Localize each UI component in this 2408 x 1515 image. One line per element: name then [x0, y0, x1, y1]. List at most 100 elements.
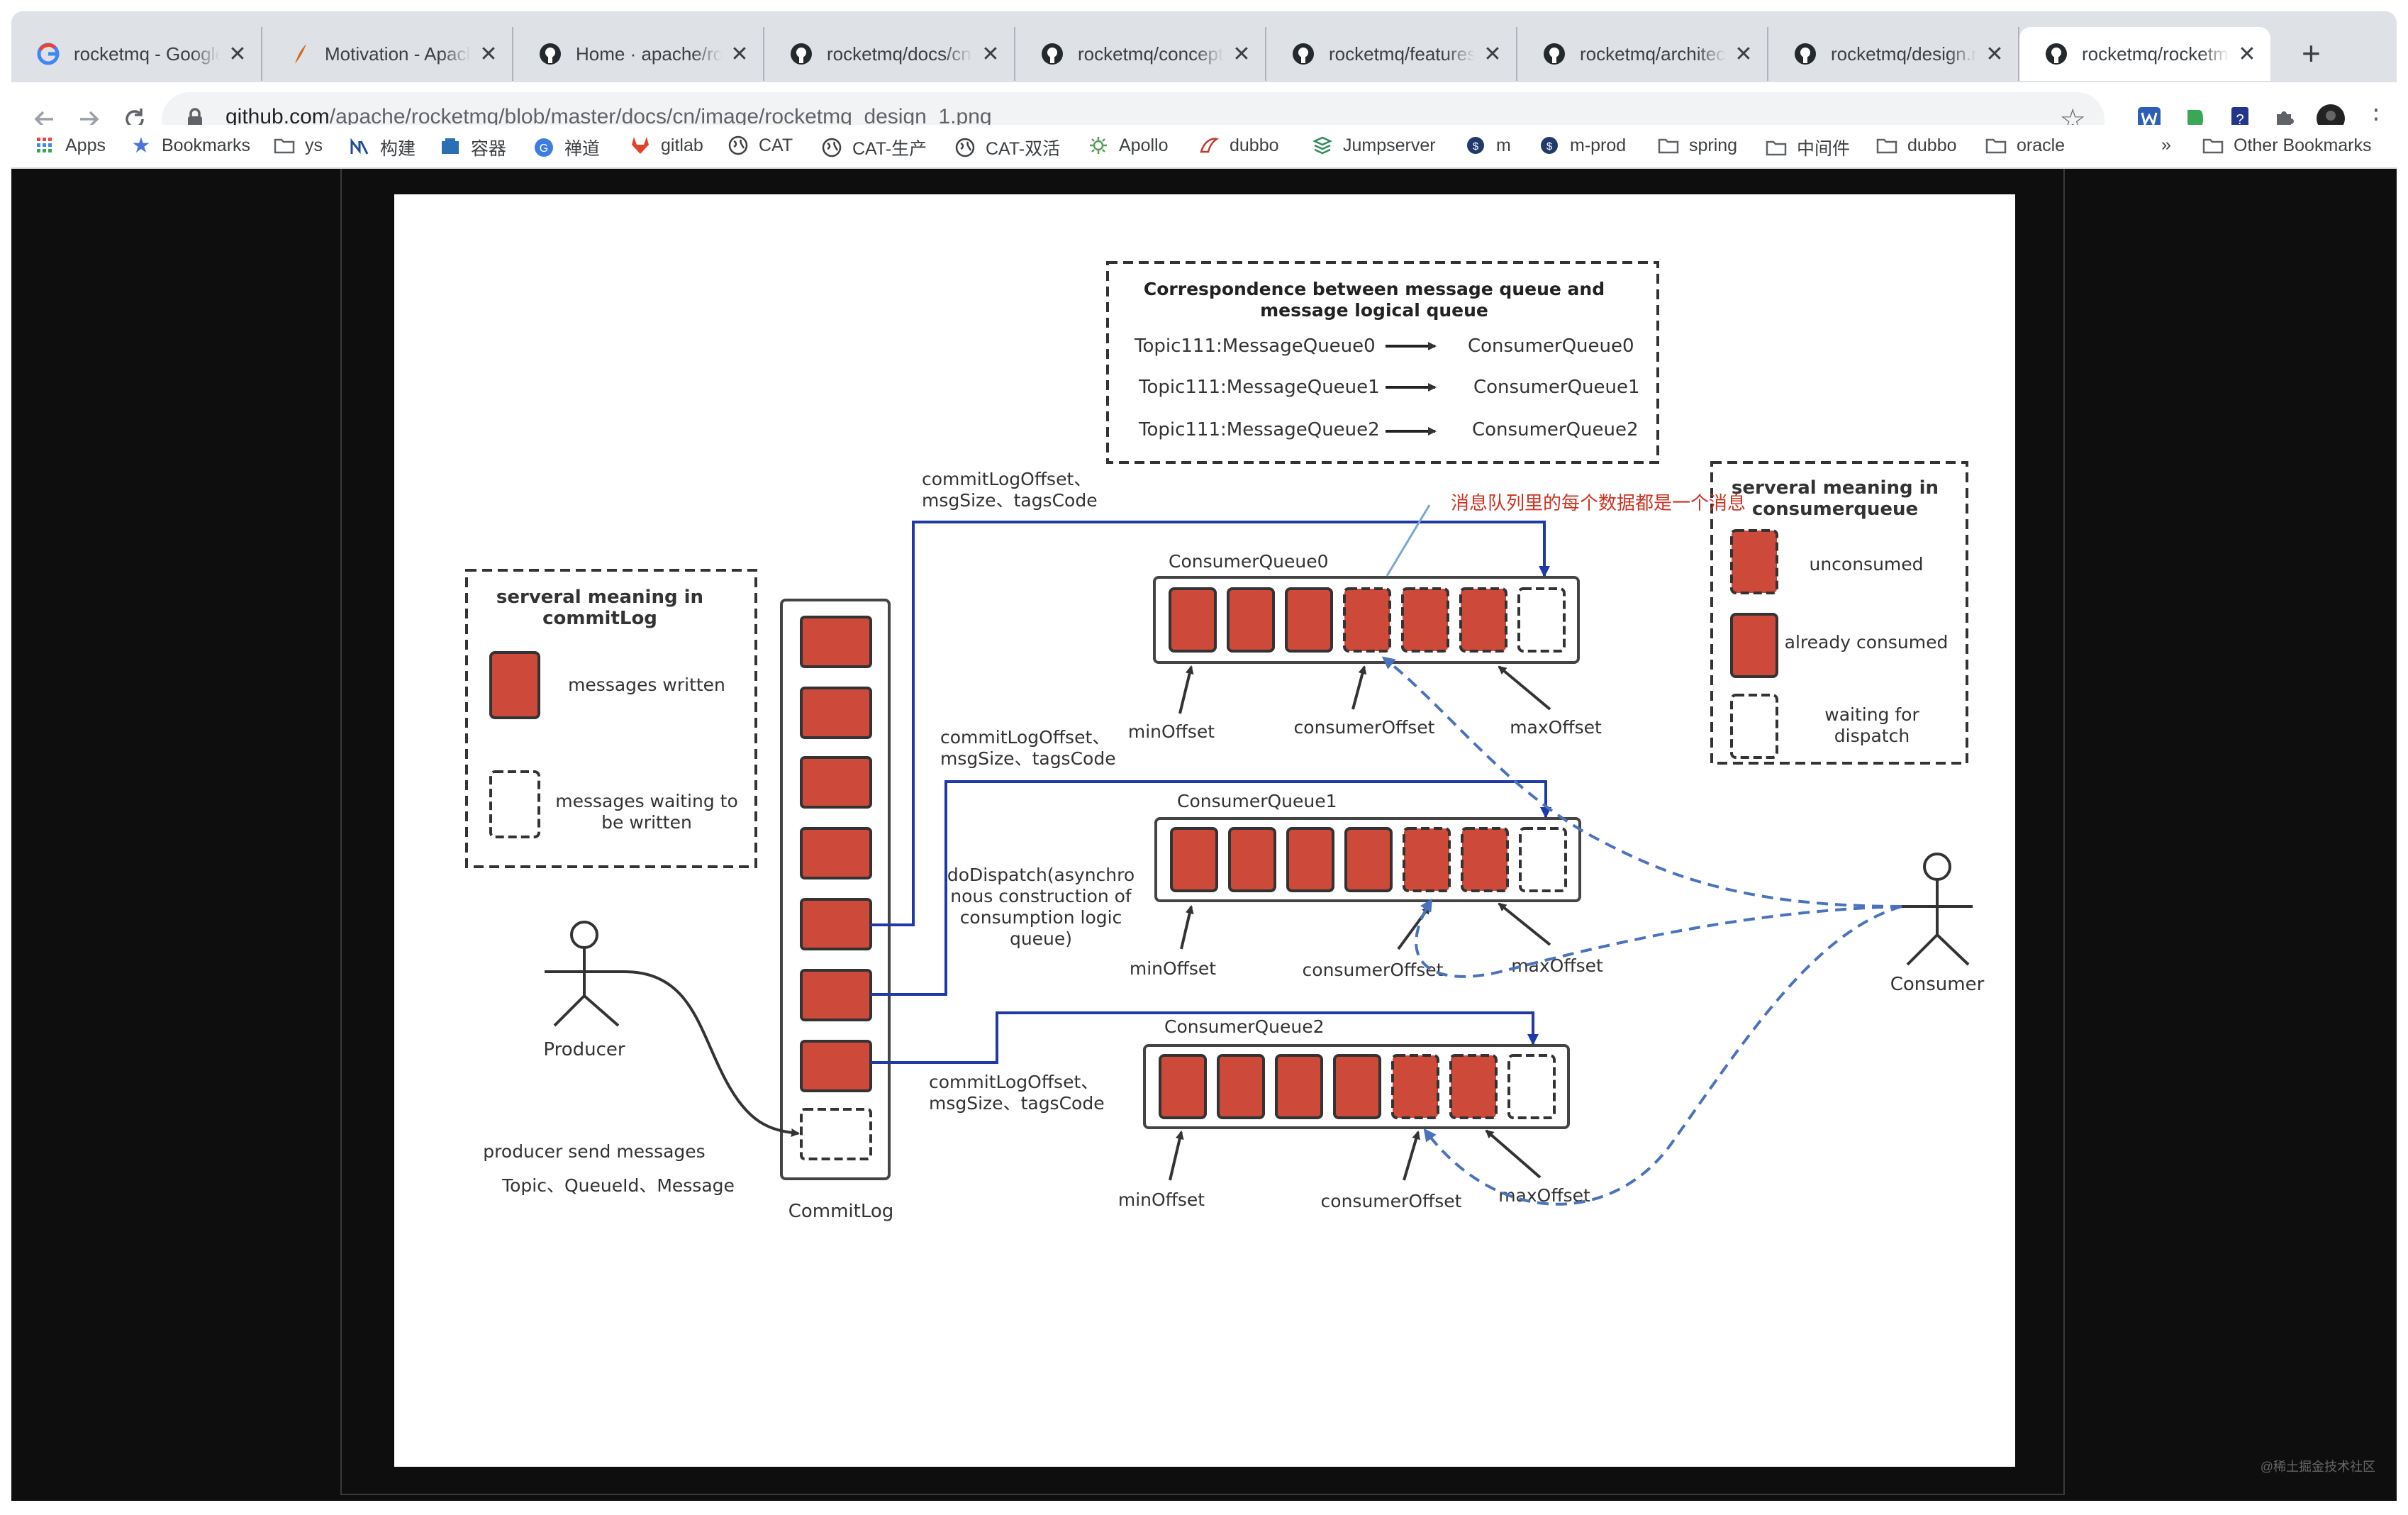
bookmark-middleware[interactable]: 中间件 — [1766, 135, 1850, 160]
reload-button[interactable] — [115, 99, 155, 139]
cq2-msg-unconsumed — [1449, 1054, 1498, 1119]
tab-0[interactable]: rocketmq - Google ✕ — [11, 27, 262, 81]
bookmark-dubbo[interactable]: dubbo — [1198, 135, 1279, 156]
github-icon — [1292, 43, 1315, 65]
close-icon[interactable]: ✕ — [2238, 42, 2256, 66]
consumerqueue-legend-subtitle: consumerqueue — [1752, 499, 1918, 520]
dispatch-description-2: nous construction of — [950, 886, 1132, 906]
arrow-right-icon — [80, 111, 99, 128]
legend-consumed-label: already consumed — [1785, 632, 1949, 653]
cq2-msg-consumed — [1275, 1054, 1323, 1119]
dubbo-icon — [1198, 135, 1220, 156]
jumpserver-icon — [1312, 135, 1333, 156]
close-icon[interactable]: ✕ — [981, 42, 1000, 66]
word-extension-icon[interactable] — [2131, 101, 2167, 136]
tab-5[interactable]: rocketmq/features.r ✕ — [1266, 27, 1517, 81]
bookmark-container[interactable]: 容器 — [440, 135, 506, 160]
tab-2[interactable]: Home · apache/rock ✕ — [513, 27, 764, 81]
cq0-msg-consumed — [1227, 587, 1275, 653]
bookmark-m[interactable]: $ m — [1465, 135, 1511, 156]
new-tab-button[interactable]: + — [2302, 35, 2321, 72]
close-icon[interactable]: ✕ — [730, 42, 749, 66]
bookmark-cat-active[interactable]: CAT-双活 — [954, 135, 1060, 160]
commitlog-message — [800, 898, 872, 950]
svg-text:G: G — [540, 143, 548, 155]
producer-send-params: Topic、QueueId、Message — [501, 1175, 735, 1196]
tab-7[interactable]: rocketmq/design.m ✕ — [1768, 27, 2019, 81]
tab-title: rocketmq/features.r — [1329, 43, 1475, 65]
cq2-maxoffset-arrow — [1485, 1129, 1542, 1179]
globe-icon — [954, 137, 976, 158]
bookmark-cat[interactable]: CAT — [728, 135, 793, 156]
tab-3[interactable]: rocketmq/docs/cn a ✕ — [764, 27, 1015, 81]
back-button[interactable] — [24, 99, 64, 139]
tab-8-active[interactable]: rocketmq/rocketmq ✕ — [2019, 27, 2270, 81]
legend-waiting-label: messages waiting to — [555, 791, 738, 811]
bookmark-cat-prod[interactable]: CAT-生产 — [821, 135, 927, 160]
gitlab-icon — [630, 135, 651, 156]
bookmarks-overflow-button[interactable]: » — [2161, 135, 2171, 155]
close-icon[interactable]: ✕ — [479, 42, 498, 66]
mapping-to: ConsumerQueue2 — [1472, 419, 1639, 440]
globe-icon — [821, 137, 842, 158]
bookmark-nexus[interactable]: 构建 — [349, 135, 416, 160]
cq1-maxoffset-label: maxOffset — [1511, 955, 1603, 976]
bookmark-jumpserver[interactable]: Jumpserver — [1312, 135, 1436, 156]
evernote-extension-icon[interactable] — [2177, 101, 2212, 136]
tab-1[interactable]: Motivation - Apache ✕ — [262, 27, 513, 81]
folder-icon — [1766, 137, 1787, 158]
bookmark-apollo[interactable]: Apollo — [1088, 135, 1169, 156]
close-icon[interactable]: ✕ — [1734, 42, 1753, 66]
star-icon: ★ — [131, 133, 151, 157]
forward-button[interactable] — [69, 99, 109, 139]
watermark: @稀土掘金技术社区 — [2260, 1460, 2375, 1474]
close-icon[interactable]: ✕ — [1483, 42, 1502, 66]
globe-icon — [728, 135, 749, 156]
tab-title: rocketmq/design.m — [1831, 43, 1977, 65]
offset-label-cq1-2: msgSize、tagsCode — [940, 748, 1116, 769]
tab-title: Motivation - Apache — [325, 43, 471, 65]
dispatch-arrow-cq0 — [871, 521, 1550, 926]
commitlog-label: CommitLog — [788, 1201, 894, 1222]
legend-dispatch-label-2: dispatch — [1834, 726, 1910, 746]
offset-label-cq0: commitLogOffset、 — [922, 469, 1091, 489]
mapping-to: ConsumerQueue1 — [1473, 377, 1640, 398]
offset-label-cq1: commitLogOffset、 — [940, 727, 1110, 748]
help-extension-icon[interactable]: ? — [2222, 101, 2258, 136]
close-icon[interactable]: ✕ — [1232, 42, 1251, 66]
cq0-msg-unconsumed — [1459, 587, 1507, 653]
puzzle-extensions-icon[interactable] — [2268, 101, 2303, 136]
bookmark-apps[interactable]: Apps — [34, 135, 106, 156]
cq0-consumeroffset-arrow — [1351, 665, 1367, 710]
arrow-left-icon — [34, 111, 53, 128]
cq1-consumeroffset-label: consumerOffset — [1303, 960, 1444, 980]
consumer-pull-cq2 — [1423, 905, 1902, 1206]
bookmark-bookmarks[interactable]: ★ Bookmarks — [131, 133, 251, 157]
tab-4[interactable]: rocketmq/concept.r ✕ — [1015, 27, 1266, 81]
bookmark-zentao[interactable]: G 禅道 — [533, 135, 600, 160]
other-bookmarks[interactable]: Other Bookmarks — [2202, 135, 2372, 156]
apps-grid-icon — [34, 135, 55, 156]
cq2-msg-consumed — [1333, 1054, 1381, 1119]
dispatch-arrow-cq1 — [871, 780, 1551, 996]
close-icon[interactable]: ✕ — [1985, 42, 2004, 66]
bookmark-dubbo-folder[interactable]: dubbo — [1876, 135, 1957, 156]
commitlog-message — [800, 687, 872, 739]
legend-unconsumed-label: unconsumed — [1809, 554, 1923, 575]
cq0-maxoffset-label: maxOffset — [1510, 717, 1602, 738]
bookmark-m-prod[interactable]: $ m-prod — [1539, 135, 1626, 156]
producer-send-arrow — [623, 970, 800, 1137]
cq1-msg-unconsumed — [1461, 827, 1509, 892]
bookmark-oracle[interactable]: oracle — [1985, 135, 2065, 156]
bookmark-spring[interactable]: spring — [1658, 135, 1737, 156]
correspondence-legend-box — [1106, 261, 1659, 464]
offset-label-cq0-2: msgSize、tagsCode — [922, 490, 1098, 511]
close-icon[interactable]: ✕ — [228, 42, 247, 66]
container-icon — [440, 137, 461, 158]
bookmark-gitlab[interactable]: gitlab — [630, 135, 703, 156]
legend-dispatch-label: waiting for — [1824, 704, 1919, 725]
tab-6[interactable]: rocketmq/architectu ✕ — [1517, 27, 1768, 81]
bookmark-ys[interactable]: ys — [274, 135, 323, 156]
folder-icon — [1985, 135, 2007, 156]
nexus-icon — [349, 137, 370, 158]
